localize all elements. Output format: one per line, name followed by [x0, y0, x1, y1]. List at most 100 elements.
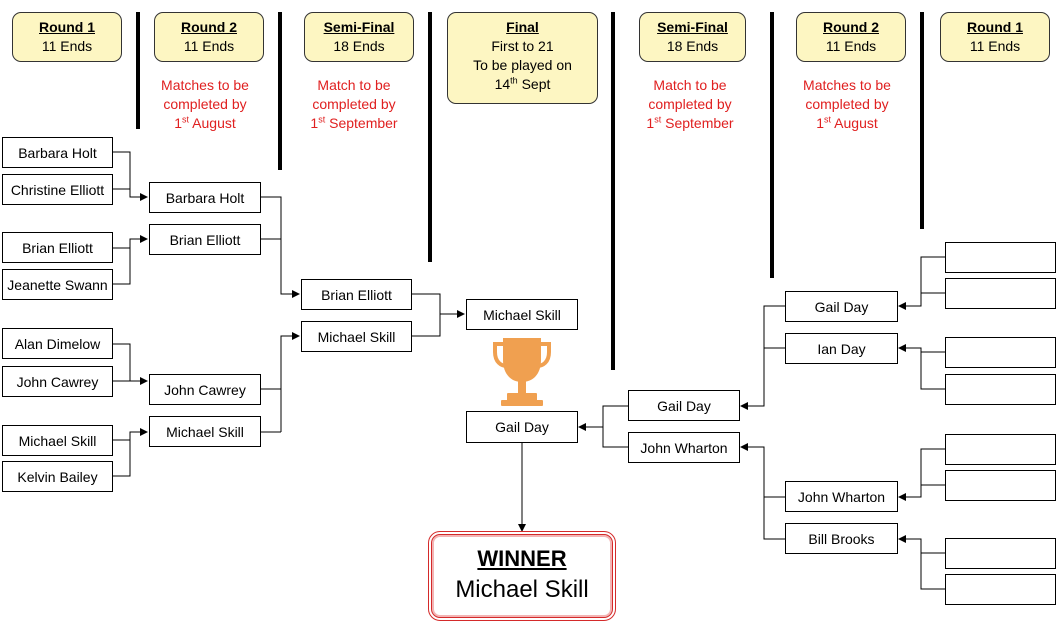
right-round1-slot-5[interactable]: [945, 434, 1056, 465]
connector-line: [740, 305, 785, 410]
right-round2-player-1: Gail Day: [785, 291, 898, 322]
connector-line: [412, 314, 441, 337]
header-title: Round 1: [39, 19, 95, 35]
note-line: Match to be: [317, 77, 391, 93]
column-divider: [136, 12, 140, 129]
deadline-note-round2-left: Matches to be completed by 1st August: [144, 76, 266, 133]
right-round1-slot-8[interactable]: [945, 574, 1056, 605]
note-day: 1: [310, 115, 319, 131]
final-line1: First to 21: [491, 38, 554, 54]
right-semifinal-player-2: John Wharton: [628, 432, 740, 463]
connector-line: [113, 428, 148, 441]
note-line: completed by: [163, 96, 247, 112]
note-month: August: [831, 115, 878, 131]
header-title: Final: [506, 19, 539, 35]
note-line: Matches to be: [161, 77, 249, 93]
note-date: 1st August: [144, 114, 266, 133]
left-round2-player-2: Brian Elliott: [149, 224, 261, 255]
winner-box: WINNER Michael Skill: [428, 531, 616, 621]
column-divider: [278, 12, 282, 170]
connector-line: [113, 235, 148, 249]
connector-line: [740, 443, 785, 498]
connector-line: [113, 440, 131, 477]
left-round1-player-5: Alan Dimelow: [2, 328, 113, 359]
header-subtitle: 18 Ends: [666, 38, 719, 54]
right-round1-slot-7[interactable]: [945, 538, 1056, 569]
final-player-left: Michael Skill: [466, 299, 578, 330]
note-date: 1st August: [786, 114, 908, 133]
right-round1-slot-3[interactable]: [945, 337, 1056, 368]
left-semifinal-player-2: Michael Skill: [301, 321, 412, 352]
header-title: Semi-Final: [323, 19, 395, 35]
connector-line: [898, 448, 945, 501]
note-date: 1st September: [294, 114, 414, 133]
left-round1-player-4: Jeanette Swann: [2, 269, 113, 300]
right-round1-slot-1[interactable]: [945, 242, 1056, 273]
note-month: August: [189, 115, 236, 131]
note-month: September: [661, 115, 734, 131]
column-divider: [428, 12, 432, 262]
connector-line: [412, 293, 465, 318]
note-day-suffix: st: [182, 114, 190, 125]
note-month: September: [325, 115, 398, 131]
header-subtitle: 11 Ends: [183, 38, 235, 54]
connector-line: [763, 497, 785, 540]
column-divider: [611, 12, 615, 370]
final-line2: To be played on: [473, 57, 572, 73]
connector-line: [261, 332, 300, 390]
connector-line: [113, 343, 148, 385]
connector-line: [920, 539, 945, 590]
header-title: Semi-Final: [657, 19, 728, 35]
header-title: Round 2: [823, 19, 879, 35]
connector-line: [113, 248, 131, 285]
header-subtitle: 11 Ends: [969, 38, 1021, 54]
header-final: Final First to 21 To be played on 14th S…: [447, 12, 598, 104]
header-round1-left: Round 1 11 Ends: [12, 12, 122, 62]
connector-line: [920, 348, 945, 390]
note-day-suffix: st: [824, 114, 832, 125]
note-day: 1: [816, 115, 825, 131]
connector-line: [898, 256, 945, 310]
header-round2-left: Round 2 11 Ends: [154, 12, 264, 62]
header-subtitle: 11 Ends: [41, 38, 93, 54]
note-line: Matches to be: [803, 77, 891, 93]
note-line: completed by: [312, 96, 396, 112]
header-semifinal-right: Semi-Final 18 Ends: [639, 12, 746, 62]
right-round2-player-4: Bill Brooks: [785, 523, 898, 554]
left-round1-player-7: Michael Skill: [2, 425, 113, 456]
note-line: Match to be: [653, 77, 727, 93]
right-round1-slot-2[interactable]: [945, 278, 1056, 309]
left-round2-player-3: John Cawrey: [149, 374, 261, 405]
right-round2-player-3: John Wharton: [785, 481, 898, 512]
note-day: 1: [646, 115, 655, 131]
left-round1-player-6: John Cawrey: [2, 366, 113, 397]
left-round1-player-3: Brian Elliott: [2, 232, 113, 263]
header-round1-right: Round 1 11 Ends: [940, 12, 1050, 62]
note-day-suffix: st: [318, 114, 326, 125]
deadline-note-semifinal-right: Match to be completed by 1st September: [630, 76, 750, 133]
note-date: 1st September: [630, 114, 750, 133]
left-round1-player-2: Christine Elliott: [2, 174, 113, 205]
final-line3: 14th Sept: [448, 75, 597, 94]
deadline-note-round2-right: Matches to be completed by 1st August: [786, 76, 908, 133]
connector-line: [898, 535, 945, 554]
left-round1-player-8: Kelvin Bailey: [2, 461, 113, 492]
left-round2-player-4: Michael Skill: [149, 416, 261, 447]
trophy-icon: [493, 338, 551, 406]
winner-title: WINNER: [477, 546, 567, 571]
left-round1-player-1: Barbara Holt: [2, 137, 113, 168]
right-round1-slot-6[interactable]: [945, 470, 1056, 501]
connector-line: [578, 405, 628, 431]
header-title: Round 1: [967, 19, 1023, 35]
connector-line: [113, 151, 148, 201]
left-semifinal-player-1: Brian Elliott: [301, 279, 412, 310]
header-round2-right: Round 2 11 Ends: [796, 12, 906, 62]
connector-line: [261, 196, 300, 298]
right-round1-slot-4[interactable]: [945, 374, 1056, 405]
note-line: completed by: [805, 96, 889, 112]
header-subtitle: 18 Ends: [333, 38, 385, 54]
note-line: completed by: [648, 96, 732, 112]
connector-line: [898, 344, 945, 353]
final-player-right: Gail Day: [466, 411, 578, 443]
